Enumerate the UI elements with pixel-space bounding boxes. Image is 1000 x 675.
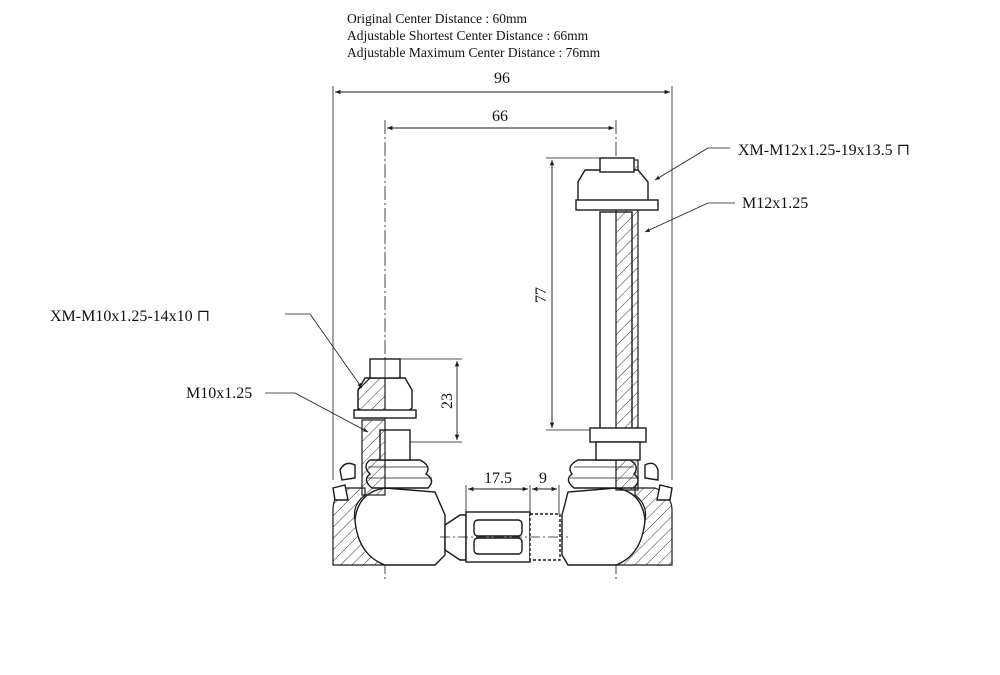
left-ball-joint (332, 358, 446, 566)
spec-original-distance: Original Center Distance : 60mm (347, 11, 527, 26)
dim-left-stud (400, 358, 462, 443)
callout-right-nut-label: XM-M12x1.25-19x13.5 (738, 142, 893, 159)
connecting-rod (440, 511, 568, 563)
dim-label-rod-length: 17.5 (484, 470, 512, 487)
callout-right-nut: XM-M12x1.25-19x13.5 ⊓ (738, 140, 910, 160)
dim-label-left-stud: 23 (439, 393, 456, 409)
spec-maximum-distance: Adjustable Maximum Center Distance : 76m… (347, 45, 601, 60)
dim-label-center-distance: 66 (492, 108, 508, 125)
leader-left-thread (265, 392, 369, 433)
nut-symbol-icon: ⊓ (196, 308, 211, 325)
dim-label-right-stud: 77 (533, 287, 550, 303)
dim-overall-width (332, 86, 673, 480)
spec-shortest-distance: Adjustable Shortest Center Distance : 66… (347, 28, 589, 43)
leader-right-nut (654, 147, 730, 181)
dim-label-overall-width: 96 (494, 70, 510, 87)
callout-left-thread: M10x1.25 (186, 385, 253, 402)
callout-left-nut-label: XM-M10x1.25-14x10 (50, 308, 193, 325)
leader-right-thread (644, 202, 735, 233)
dim-label-thread-length: 9 (539, 470, 547, 487)
leader-left-nut (285, 313, 363, 389)
callout-left-nut: XM-M10x1.25-14x10 ⊓ (50, 306, 210, 326)
dim-rod-lengths (465, 485, 560, 515)
right-ball-joint (561, 157, 673, 566)
nut-symbol-icon: ⊓ (896, 142, 911, 159)
callout-right-thread: M12x1.25 (742, 195, 809, 212)
